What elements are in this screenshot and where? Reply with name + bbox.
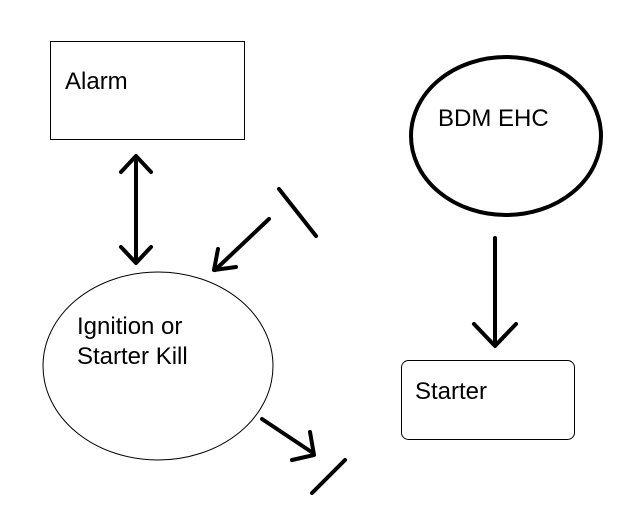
double-arrow-bottom-head xyxy=(119,245,153,265)
outgoing-arrow-shaft xyxy=(260,417,315,455)
outgoing-arrow xyxy=(260,417,316,462)
ignition-kill-node[interactable] xyxy=(42,271,274,461)
alarm-ignition-double-arrow xyxy=(119,154,153,265)
incoming-bar xyxy=(277,187,318,238)
outgoing-arrow-head xyxy=(290,430,316,462)
incoming-arrow xyxy=(212,217,271,272)
ignition-kill-label-line-1: Ignition or xyxy=(77,313,183,340)
starter-box[interactable] xyxy=(401,360,575,440)
alarm-label: Alarm xyxy=(65,68,128,95)
ignition-kill-label: Ignition or Starter Kill xyxy=(77,312,188,372)
incoming-arrow-shaft xyxy=(213,217,271,272)
double-arrow-top-head xyxy=(119,154,153,174)
alarm-box[interactable] xyxy=(50,41,245,140)
outgoing-bar xyxy=(310,458,347,495)
starter-label: Starter xyxy=(415,378,488,405)
ignition-kill-label-line-2: Starter Kill xyxy=(77,343,188,370)
bdm-ehc-label: BDM EHC xyxy=(438,105,549,132)
bdm-starter-arrow-head xyxy=(472,322,518,348)
bdm-ehc-node[interactable] xyxy=(409,55,603,217)
bdm-starter-arrow xyxy=(472,236,518,348)
incoming-arrow-head xyxy=(212,247,238,272)
